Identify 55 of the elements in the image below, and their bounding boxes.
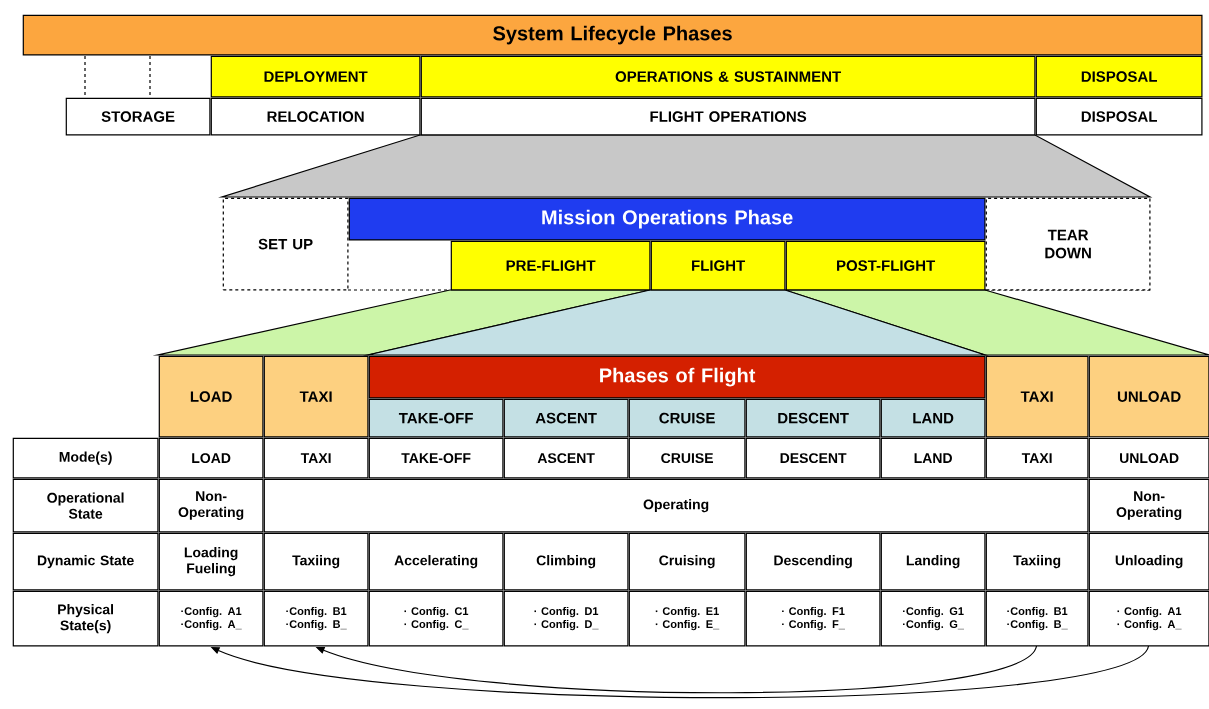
table-cell: ASCENT [503, 437, 629, 479]
table-cell: Non-Operating [158, 478, 264, 533]
table-cell: · Config. D1 · Config. D_ [503, 590, 629, 647]
table-cell: Taxiing [263, 532, 369, 591]
phase-box: TAXI [985, 355, 1089, 438]
phase-box: LAND [880, 398, 986, 438]
table-cell: · Config. C1 · Config. C_ [368, 590, 504, 647]
phase-box: RELOCATION [210, 97, 421, 136]
phase-box: CRUISE [628, 398, 746, 438]
phase-box: UNLOAD [1088, 355, 1209, 438]
phase-box: LOAD [158, 355, 264, 438]
phase-box: DESCENT [745, 398, 881, 438]
row-header: Mode(s) [12, 437, 159, 479]
phase-box: TAKE-OFF [368, 398, 504, 438]
table-cell: TAXI [263, 437, 369, 479]
table-cell: Descending [745, 532, 881, 591]
phase-box: POST-FLIGHT [785, 240, 986, 291]
phase-box: DISPOSAL [1035, 55, 1203, 98]
phase-box: DISPOSAL [1035, 97, 1203, 136]
lifecycle-banner: System Lifecycle Phases [22, 14, 1203, 56]
table-cell: · Config. E1 · Config. E_ [628, 590, 746, 647]
table-cell: Loading Fueling [158, 532, 264, 591]
row-header: Physical State(s) [12, 590, 159, 647]
table-cell: Unloading [1088, 532, 1209, 591]
table-cell: Non-Operating [1088, 478, 1209, 533]
table-cell: Accelerating [368, 532, 504, 591]
table-cell: · Config. F1 · Config. F_ [745, 590, 881, 647]
flight-banner: Phases of Flight [368, 355, 986, 399]
table-cell: Landing [880, 532, 986, 591]
table-cell: ·Config. B1 ·Config. B_ [263, 590, 369, 647]
table-cell: ·Config. G1 ·Config. G_ [880, 590, 986, 647]
table-cell: LOAD [158, 437, 264, 479]
phase-box: FLIGHT [650, 240, 786, 291]
table-cell: TAKE-OFF [368, 437, 504, 479]
table-cell: · Config. A1 · Config. A_ [1088, 590, 1209, 647]
table-cell: Taxiing [985, 532, 1089, 591]
table-cell: UNLOAD [1088, 437, 1209, 479]
phase-box: STORAGE [65, 97, 211, 136]
phase-box: PRE-FLIGHT [450, 240, 651, 291]
phase-box: DEPLOYMENT [210, 55, 421, 98]
table-cell: Climbing [503, 532, 629, 591]
row-header: Operational State [12, 478, 159, 533]
phase-box: TAXI [263, 355, 369, 438]
table-cell: ·Config. A1 ·Config. A_ [158, 590, 264, 647]
table-cell: CRUISE [628, 437, 746, 479]
table-cell: ·Config. B1 ·Config. B_ [985, 590, 1089, 647]
phase-box: SET UP [222, 197, 349, 291]
phase-box: TEAR DOWN [985, 197, 1151, 291]
table-cell: LAND [880, 437, 986, 479]
table-cell: TAXI [985, 437, 1089, 479]
mission-banner: Mission Operations Phase [348, 197, 986, 241]
row-header: Dynamic State [12, 532, 159, 591]
table-cell: DESCENT [745, 437, 881, 479]
phase-box: ASCENT [503, 398, 629, 438]
table-cell: Cruising [628, 532, 746, 591]
